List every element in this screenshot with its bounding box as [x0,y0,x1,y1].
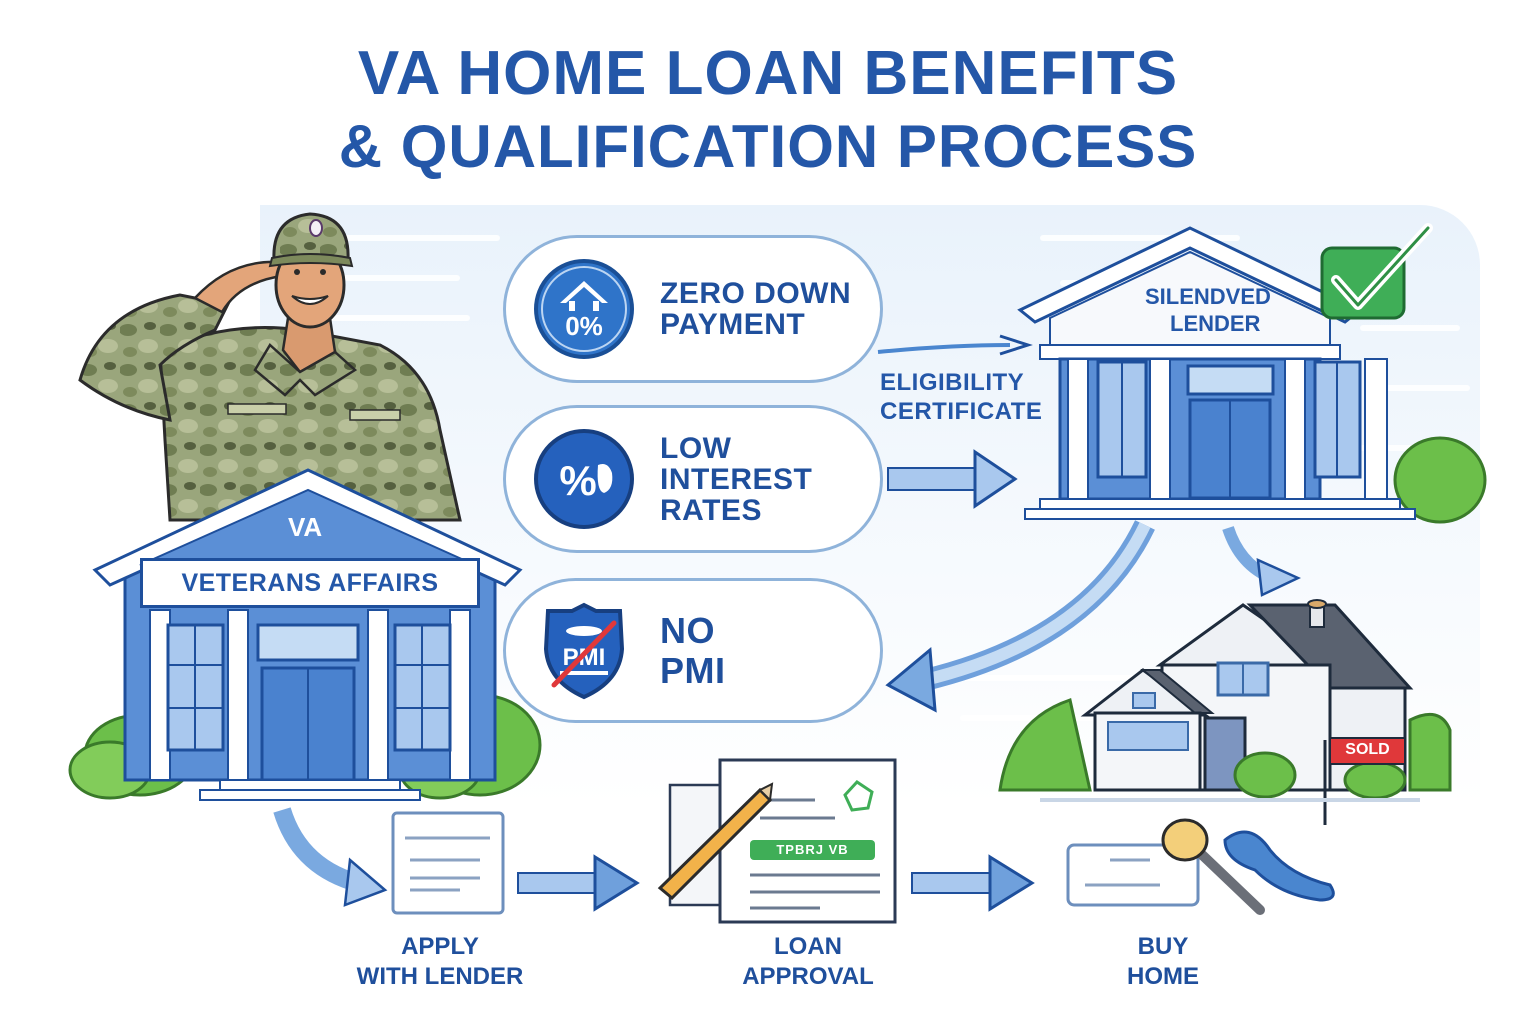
page-subtitle: & QUALIFICATION PROCESS [338,113,1198,180]
benefit-low-interest-rates: % LOW INTEREST RATES [503,405,883,553]
va-emblem: VA [288,512,323,542]
application-form-icon [391,811,505,915]
step-buy-home-label: BUY HOME [1127,933,1199,990]
svg-text:%: % [559,457,596,504]
page-title: VA HOME LOAN BENEFITS [357,39,1179,108]
svg-text:0%: 0% [565,311,603,341]
lender-sign-line1: SILENDVED [1145,284,1271,309]
approval-stamp: TPBRJ VB [776,842,849,857]
step-apply-with-lender-label: APPLY WITH LENDER [356,933,524,990]
shield-no-pmi-icon: PMI [543,602,625,699]
benefit-label: NO PMI [660,609,726,691]
benefit-label: ZERO DOWN PAYMENT [660,277,852,341]
veterans-affairs-sign-text: VETERANS AFFAIRS [181,568,439,597]
step-loan-approval-label: LOAN APPROVAL [742,933,874,990]
keys-icon [1066,818,1335,915]
benefit-no-pmi: PMI NO PMI [503,578,883,723]
benefit-zero-down-payment: 0% ZERO DOWN PAYMENT [503,235,883,383]
lender-sign-line2: LENDER [1170,311,1261,336]
veterans-affairs-sign: VETERANS AFFAIRS [140,558,480,608]
check-icon [1322,248,1404,318]
eligibility-certificate-label: ELIGIBILITY CERTIFICATE [880,369,1043,425]
house-percent-icon: 0% [534,259,634,359]
benefit-label: LOW INTEREST RATES [660,431,813,527]
sold-sign: SOLD [1345,741,1390,758]
percent-icon: % [534,429,634,529]
